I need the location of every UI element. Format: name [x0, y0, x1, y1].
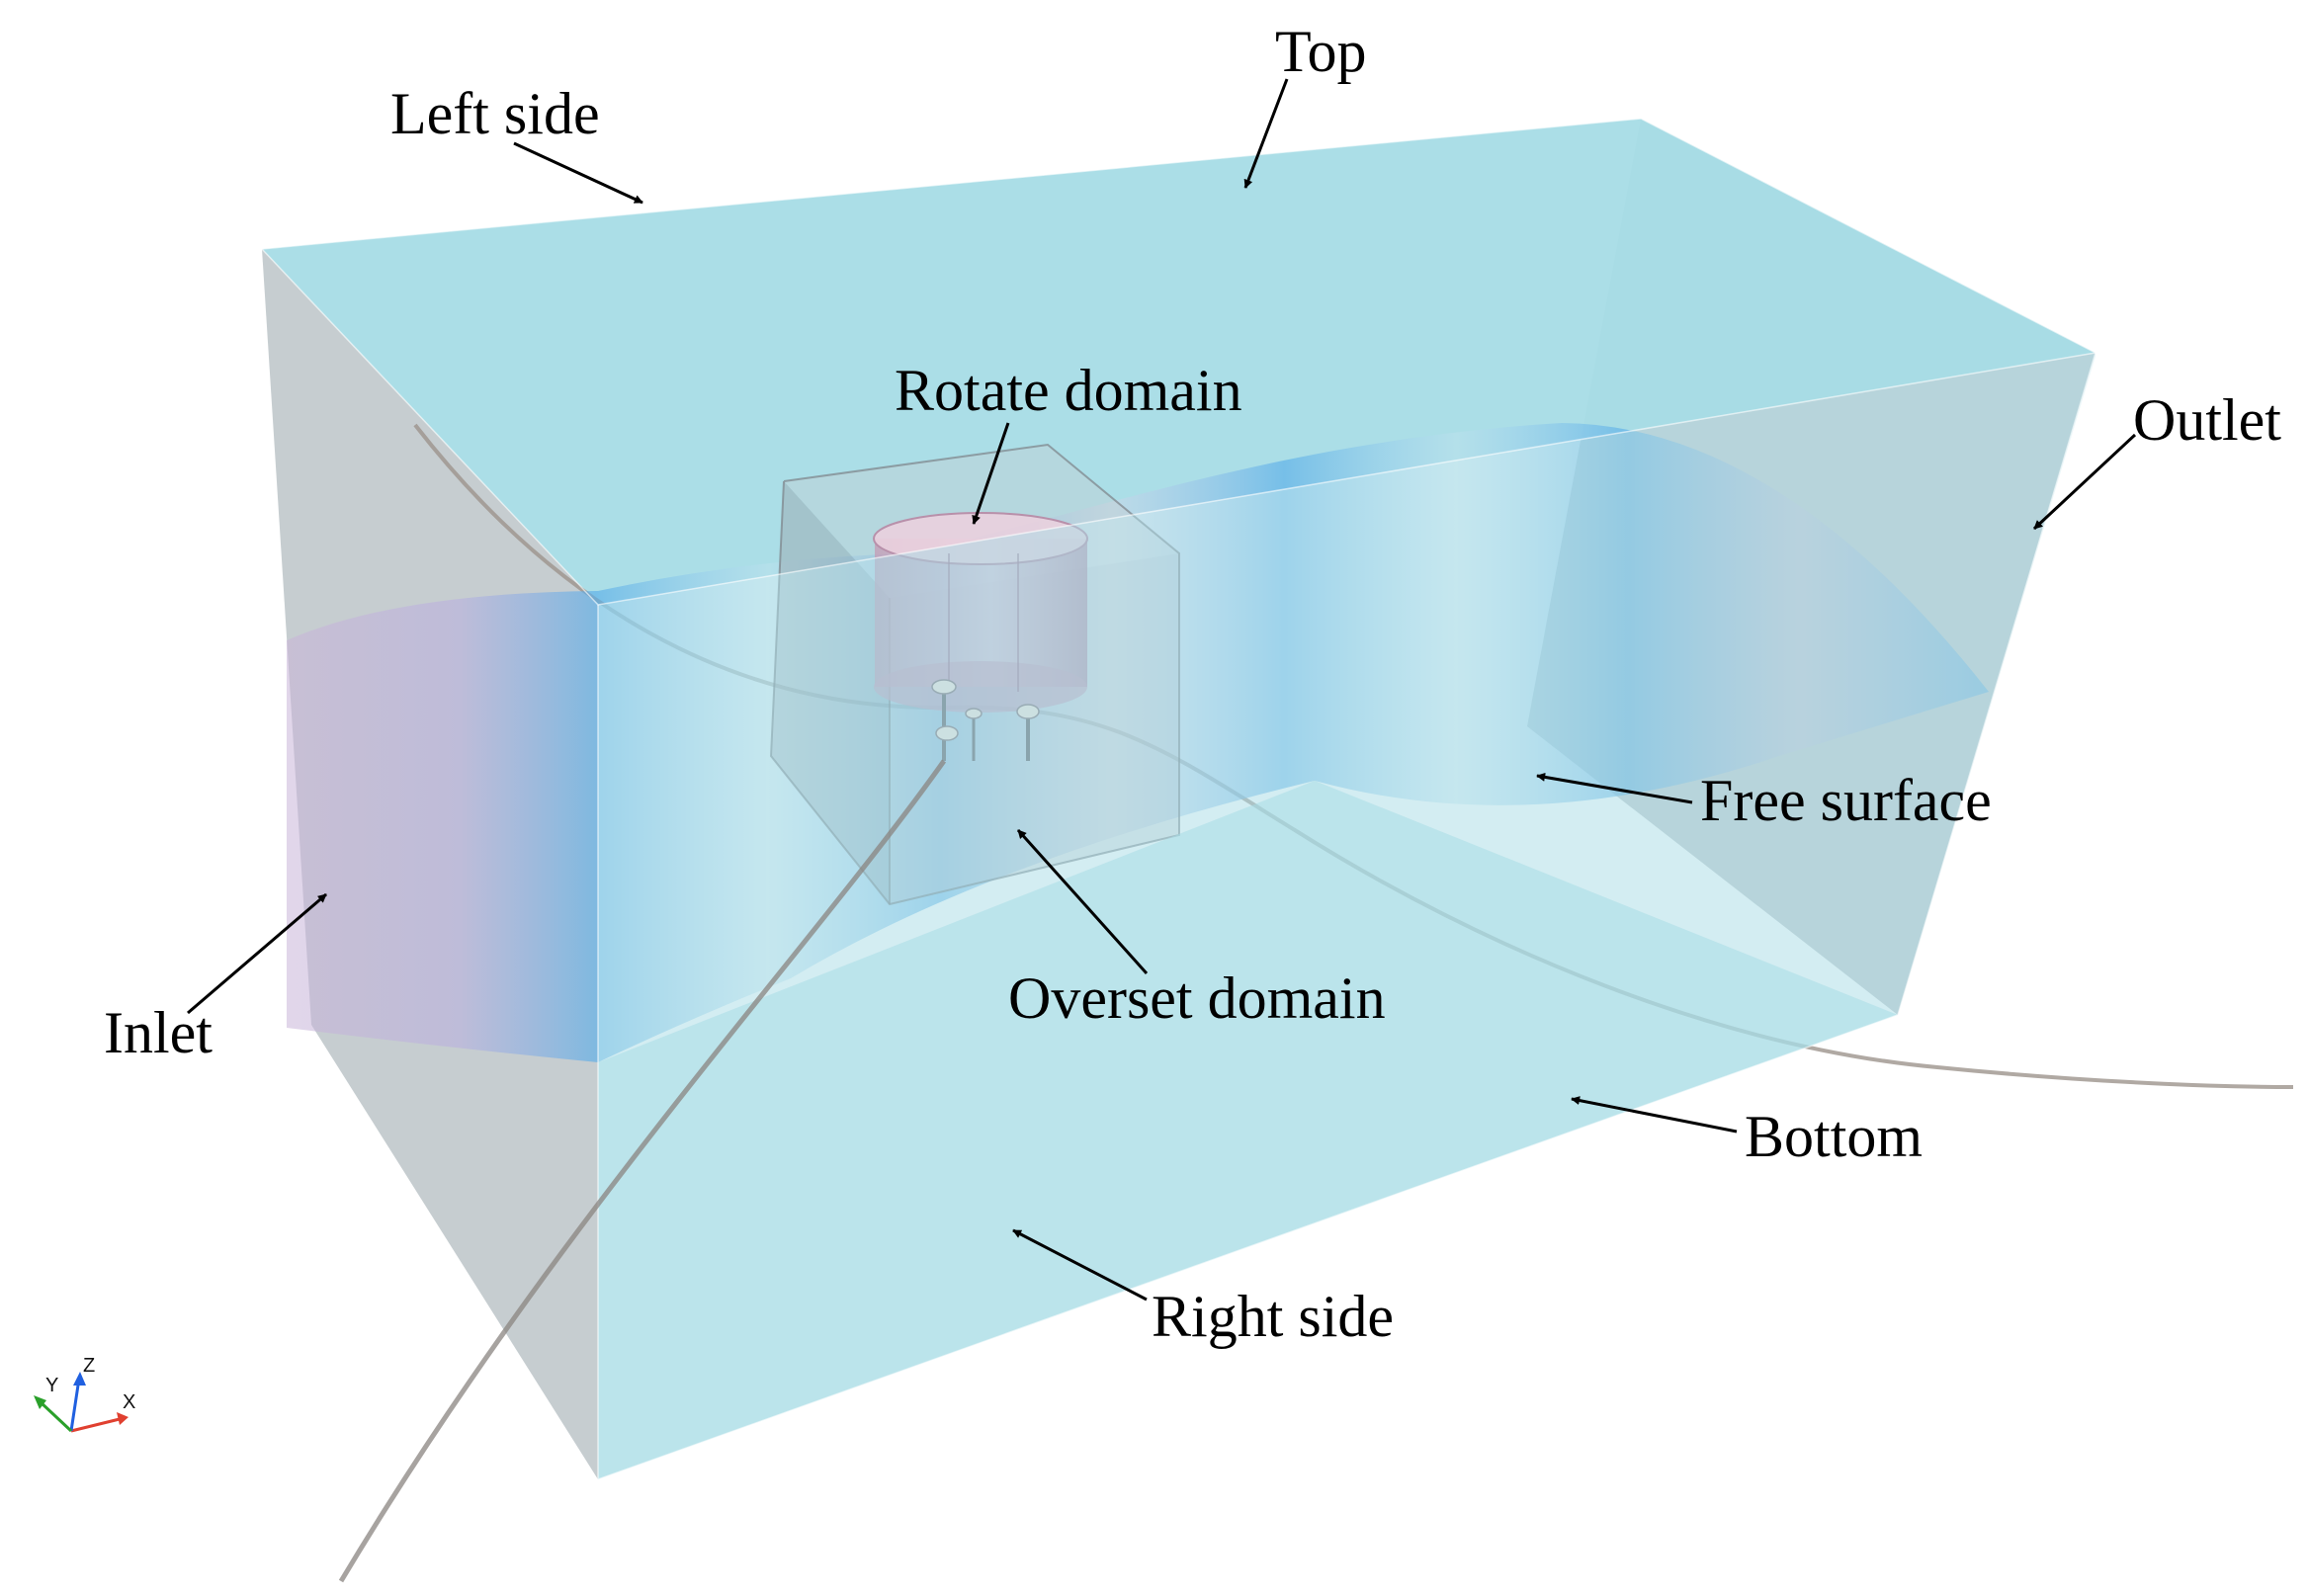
- axis-label-z: Z: [83, 1355, 95, 1377]
- top-face: [262, 119, 2095, 605]
- label-inlet: Inlet: [104, 1000, 213, 1065]
- label-left-side: Left side: [390, 81, 600, 146]
- axis-triad: X Y Z: [34, 1355, 135, 1433]
- label-right-side: Right side: [1152, 1284, 1394, 1349]
- label-free-surface: Free surface: [1700, 768, 1992, 833]
- mooring-line: [338, 759, 947, 1583]
- axis-label-y: Y: [45, 1375, 58, 1396]
- axis-label-x: X: [123, 1391, 135, 1413]
- label-outlet: Outlet: [2133, 387, 2281, 453]
- bottom-face: [598, 781, 1898, 1479]
- domain-edges: [261, 118, 2096, 1481]
- label-bottom: Bottom: [1745, 1104, 1923, 1169]
- label-overset-domain: Overset domain: [1008, 966, 1386, 1031]
- label-top: Top: [1275, 19, 1366, 84]
- label-rotate-domain: Rotate domain: [895, 358, 1242, 423]
